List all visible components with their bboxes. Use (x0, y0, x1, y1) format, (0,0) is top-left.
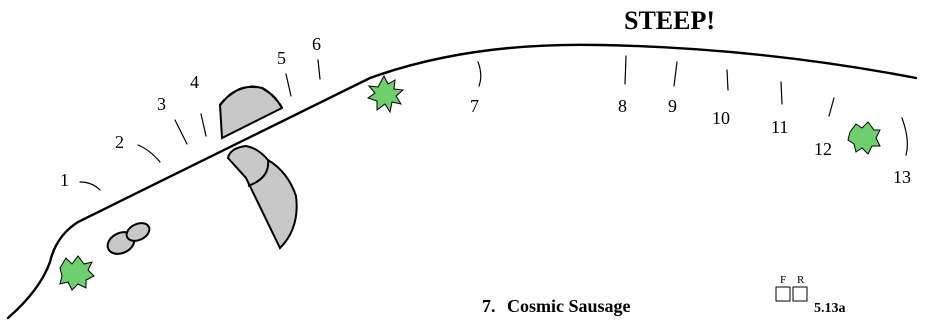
marker-13: 13 (893, 167, 911, 187)
flake-feature (226, 144, 298, 250)
bush-right (847, 121, 881, 155)
boulder-2 (125, 222, 151, 242)
fr-label-r: R (797, 274, 805, 286)
first-ascent-checkbox-f[interactable] (775, 286, 791, 302)
marker-1: 1 (60, 170, 69, 190)
marker-8: 8 (618, 96, 627, 116)
marker-2: 2 (115, 132, 124, 152)
marker-7: 7 (470, 96, 479, 116)
roof-feature-dashed-edge (219, 85, 284, 109)
fr-label-f: F (780, 274, 786, 286)
marker-3: 3 (157, 94, 166, 114)
wall-outline (6, 43, 918, 320)
marker-11: 11 (771, 117, 788, 137)
first-ascent-checkbox-r[interactable] (792, 286, 808, 302)
route-grade: 5.13a (814, 301, 846, 316)
steep-label: STEEP! (624, 6, 715, 35)
marker-5: 5 (277, 48, 286, 68)
marker-12: 12 (814, 139, 832, 159)
bolt-ticks (79, 55, 908, 191)
bush-top (366, 74, 405, 114)
marker-6: 6 (312, 34, 321, 54)
flake-divider (247, 159, 270, 187)
marker-4: 4 (190, 72, 199, 92)
route-number: 7. (482, 296, 496, 316)
route-name: Cosmic Sausage (507, 296, 631, 316)
marker-9: 9 (668, 96, 677, 116)
marker-10: 10 (712, 108, 730, 128)
bush-left (59, 255, 95, 291)
